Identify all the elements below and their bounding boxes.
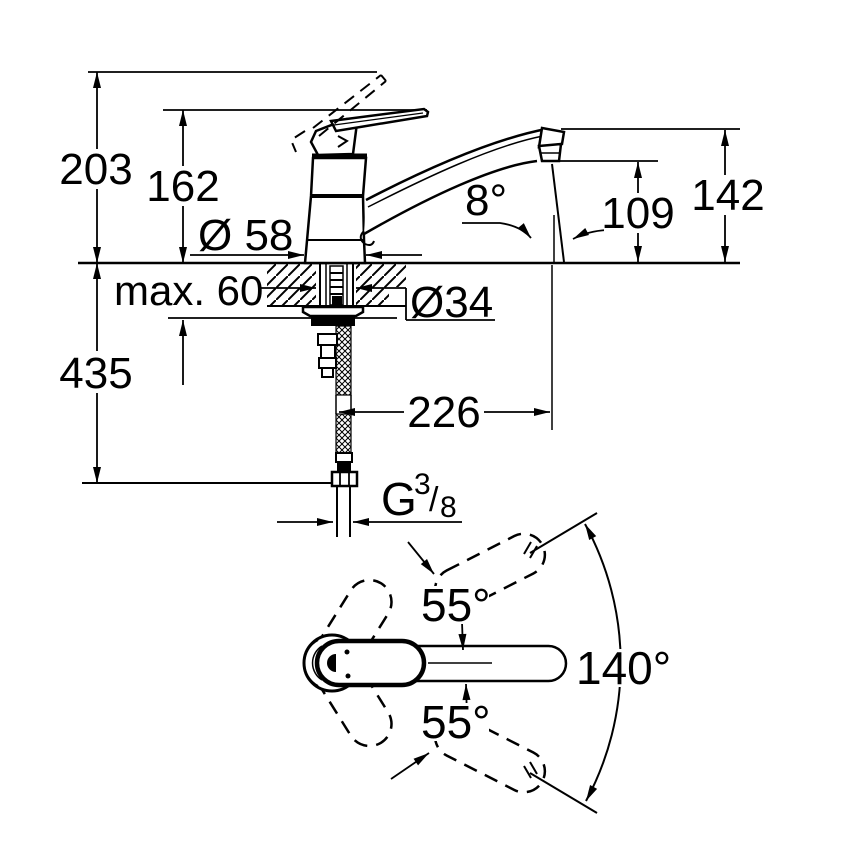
- below-deck-assembly: [301, 263, 365, 537]
- hose-end-fitting: [330, 452, 359, 537]
- faucet-top-view: [302, 512, 622, 814]
- label-swivel-upper: 55°: [421, 579, 491, 631]
- spout-underside-curl: [359, 230, 375, 246]
- thread-denominator: 8: [440, 491, 457, 524]
- tick-lower: [523, 761, 538, 779]
- water-stream-line: [551, 163, 565, 263]
- leader-55-lower: [390, 752, 430, 780]
- label-spout-top-height: 142: [691, 171, 764, 220]
- thread-g: G: [381, 473, 417, 525]
- mounting-flange: [301, 305, 365, 318]
- label-body-height: 162: [146, 162, 219, 211]
- spout: [359, 126, 566, 246]
- faucet-side-view: [289, 74, 566, 430]
- check-valve: [317, 333, 338, 378]
- label-box-34: [405, 288, 495, 321]
- dot-upper: [344, 649, 350, 655]
- dimension-labels: 203 162 Ø 58 max. 60 Ø34 435 226 8° 109 …: [59, 145, 764, 748]
- label-total-height: 203: [59, 145, 132, 194]
- lever-top-view: [314, 638, 427, 688]
- label-swivel-lower: 55°: [421, 696, 491, 748]
- label-below-deck-length: 435: [59, 349, 132, 398]
- label-swivel-total: 140°: [576, 642, 671, 694]
- lever-cap-detail: [337, 135, 349, 148]
- lever-handle: [309, 107, 430, 157]
- label-stream-angle: 8°: [465, 176, 507, 225]
- label-base-diameter: Ø 58: [198, 211, 293, 260]
- label-hole-diameter: Ø34: [410, 278, 493, 327]
- extreme-line-upper: [529, 512, 598, 554]
- label-max-thickness: max. 60: [114, 267, 263, 314]
- leader-109: [572, 227, 608, 240]
- extreme-line-lower: [529, 772, 598, 814]
- cartridge-marker: [327, 654, 336, 672]
- body-ring-arc-2: [311, 645, 323, 681]
- braided-hose: [335, 325, 352, 456]
- arrow-center-from-top: [458, 621, 467, 651]
- connection-tube: [336, 486, 351, 537]
- mounting-nut: [311, 316, 355, 326]
- faucet-body: [303, 156, 368, 265]
- lever-handle-raised-dashed: [289, 74, 387, 153]
- thread-numerator: 3: [414, 468, 431, 501]
- lever-blade: [329, 107, 430, 133]
- dot-lower: [345, 673, 351, 679]
- leader-55-upper: [407, 541, 435, 575]
- leader-8deg: [462, 222, 532, 239]
- label-thread-size: G 3 / 8: [381, 468, 457, 525]
- reference-lines: [82, 71, 740, 484]
- body-ring-arc-1: [303, 639, 319, 687]
- thread-slash: /: [429, 481, 439, 519]
- label-outlet-height: 109: [601, 189, 674, 238]
- label-spout-reach: 226: [407, 388, 480, 437]
